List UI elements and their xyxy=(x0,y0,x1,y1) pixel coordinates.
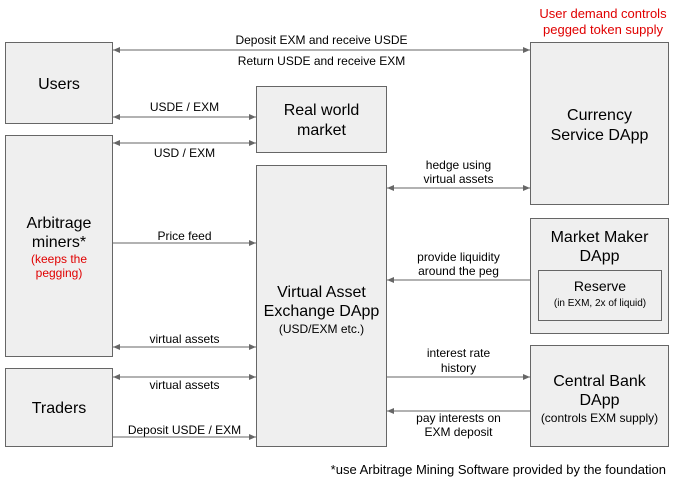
central-bank-label-1: Central Bank xyxy=(553,373,646,390)
arbitrage-note-1: (keeps the xyxy=(30,252,88,266)
demand-note-line2: pegged token supply xyxy=(543,22,663,37)
label-liquidity-2: around the peg xyxy=(418,264,499,278)
reserve-label-1: Reserve xyxy=(573,278,627,294)
central-bank-box xyxy=(530,345,669,447)
footnote: *use Arbitrage Mining Software provided … xyxy=(330,462,666,477)
label-deposit-exm: Deposit EXM and receive USDE xyxy=(235,33,408,47)
vae-label-2: Exchange DApp xyxy=(263,303,380,320)
reserve-box xyxy=(538,270,662,321)
currency-service-box xyxy=(530,42,669,205)
central-bank-label-3: (controls EXM supply) xyxy=(540,411,659,425)
arbitrage-miners-box xyxy=(5,135,113,357)
label-pay-interest-1: pay interests on xyxy=(416,411,501,425)
real-world-market-box xyxy=(256,86,387,153)
market-maker-label-2: DApp xyxy=(579,248,620,265)
label-liquidity-1: provide liquidity xyxy=(417,250,500,264)
label-pay-interest-2: EXM deposit xyxy=(424,425,493,439)
real-world-label-1: Real world xyxy=(283,102,360,119)
virtual-asset-exchange-box xyxy=(256,165,387,447)
reserve-label-2: (in EXM, 2x of liquid) xyxy=(553,298,647,309)
vae-label-1: Virtual Asset xyxy=(277,284,366,301)
label-price-feed: Price feed xyxy=(157,229,212,243)
label-usde-exm: USDE / EXM xyxy=(149,100,220,114)
central-bank-label-2: DApp xyxy=(579,392,620,409)
label-hedge-2: virtual assets xyxy=(423,172,494,186)
label-hedge-1: hedge using xyxy=(425,158,492,172)
traders-label: Traders xyxy=(31,400,87,417)
users-label: Users xyxy=(38,76,80,93)
users-box xyxy=(5,42,113,124)
label-interest-2: history xyxy=(440,361,477,375)
label-deposit-usde: Deposit USDE / EXM xyxy=(127,423,242,437)
currency-label-2: Service DApp xyxy=(550,127,649,144)
demand-note-line1: User demand controls xyxy=(539,6,667,21)
real-world-label-2: market xyxy=(297,122,346,139)
currency-label-1: Currency xyxy=(567,107,632,124)
label-virtual-assets-1: virtual assets xyxy=(149,332,220,346)
label-usd-exm: USD / EXM xyxy=(153,146,216,160)
arbitrage-label-1: Arbitrage xyxy=(26,215,92,232)
market-maker-label-1: Market Maker xyxy=(550,229,649,246)
label-virtual-assets-2: virtual assets xyxy=(149,378,220,392)
label-interest-1: interest rate xyxy=(426,346,491,360)
arbitrage-note-2: pegging) xyxy=(35,266,83,280)
arbitrage-label-2: miners* xyxy=(31,234,87,251)
label-return-usde: Return USDE and receive EXM xyxy=(237,54,406,68)
vae-label-3: (USD/EXM etc.) xyxy=(278,322,365,336)
traders-box xyxy=(5,368,113,447)
